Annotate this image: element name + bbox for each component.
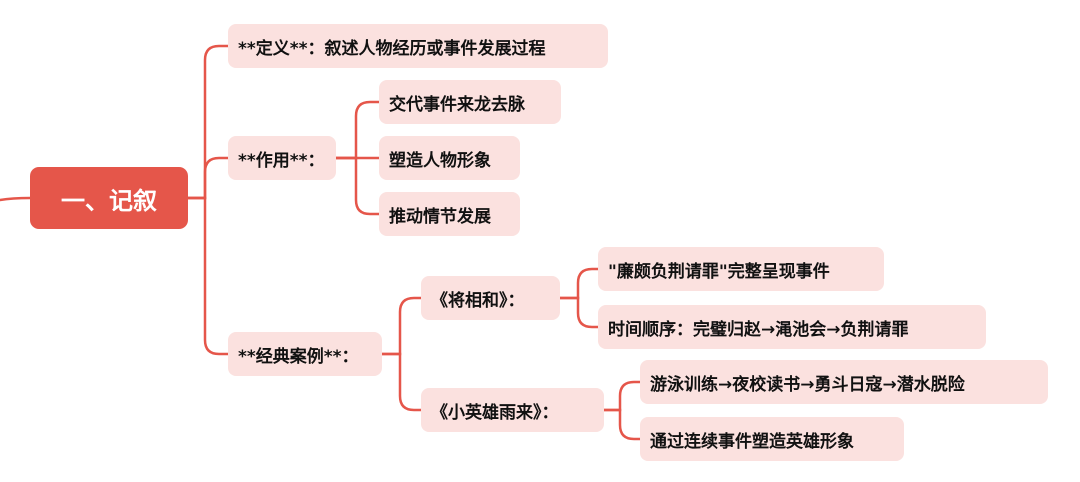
connector-function-to-item-3 [334, 156, 381, 216]
function-item-label: 塑造人物形象 [389, 150, 491, 171]
examples-node[interactable]: **经典案例**： [228, 332, 382, 376]
root-label: 一、记叙 [61, 186, 157, 215]
case-1-item-1[interactable]: "廉颇负荆请罪"完整呈现事件 [598, 247, 884, 291]
case-item-label: 游泳训练→夜校读书→勇斗日寇→潜水脱险 [650, 374, 965, 395]
connector-case-2-to-item-2 [602, 408, 642, 441]
case-label: 《小英雄雨来》： [431, 402, 559, 423]
connector-case-2-to-item-1 [602, 380, 642, 412]
connector-examples-to-case-1 [380, 296, 423, 356]
connector-root-to-examples [186, 196, 230, 356]
definition-label: **定义**：叙述人物经历或事件发展过程 [238, 38, 546, 59]
connector-case-1-to-item-2 [558, 296, 600, 329]
function-item-3[interactable]: 推动情节发展 [379, 192, 520, 236]
case-item-label: 时间顺序：完璧归赵→渑池会→负荆请罪 [608, 319, 909, 340]
connector-root-to-function [186, 156, 230, 200]
case-label: 《将相和》： [431, 290, 525, 311]
case-node-xiaoyingxiongyulai[interactable]: 《小英雄雨来》： [421, 388, 604, 432]
examples-label: **经典案例**： [238, 346, 359, 367]
function-item-label: 推动情节发展 [389, 206, 491, 227]
connector-incoming [0, 196, 32, 202]
definition-node[interactable]: **定义**：叙述人物经历或事件发展过程 [228, 24, 608, 68]
case-1-item-2[interactable]: 时间顺序：完璧归赵→渑池会→负荆请罪 [598, 305, 986, 349]
case-item-label: "廉颇负荆请罪"完整呈现事件 [608, 261, 830, 282]
case-node-jiangxianghe[interactable]: 《将相和》： [421, 276, 560, 320]
case-2-item-1[interactable]: 游泳训练→夜校读书→勇斗日寇→潜水脱险 [640, 360, 1048, 404]
function-item-2[interactable]: 塑造人物形象 [379, 136, 520, 180]
connector-case-1-to-item-1 [558, 267, 600, 300]
connector-function-to-item-1 [334, 100, 381, 160]
function-item-label: 交代事件来龙去脉 [389, 94, 525, 115]
function-label: **作用**： [238, 150, 325, 171]
function-item-1[interactable]: 交代事件来龙去脉 [379, 80, 561, 124]
connector-root-to-definition [186, 44, 230, 200]
root-node[interactable]: 一、记叙 [30, 167, 188, 229]
function-node[interactable]: **作用**： [228, 136, 336, 180]
case-2-item-2[interactable]: 通过连续事件塑造英雄形象 [640, 417, 904, 461]
connector-examples-to-case-2 [380, 352, 423, 412]
case-item-label: 通过连续事件塑造英雄形象 [650, 431, 854, 452]
